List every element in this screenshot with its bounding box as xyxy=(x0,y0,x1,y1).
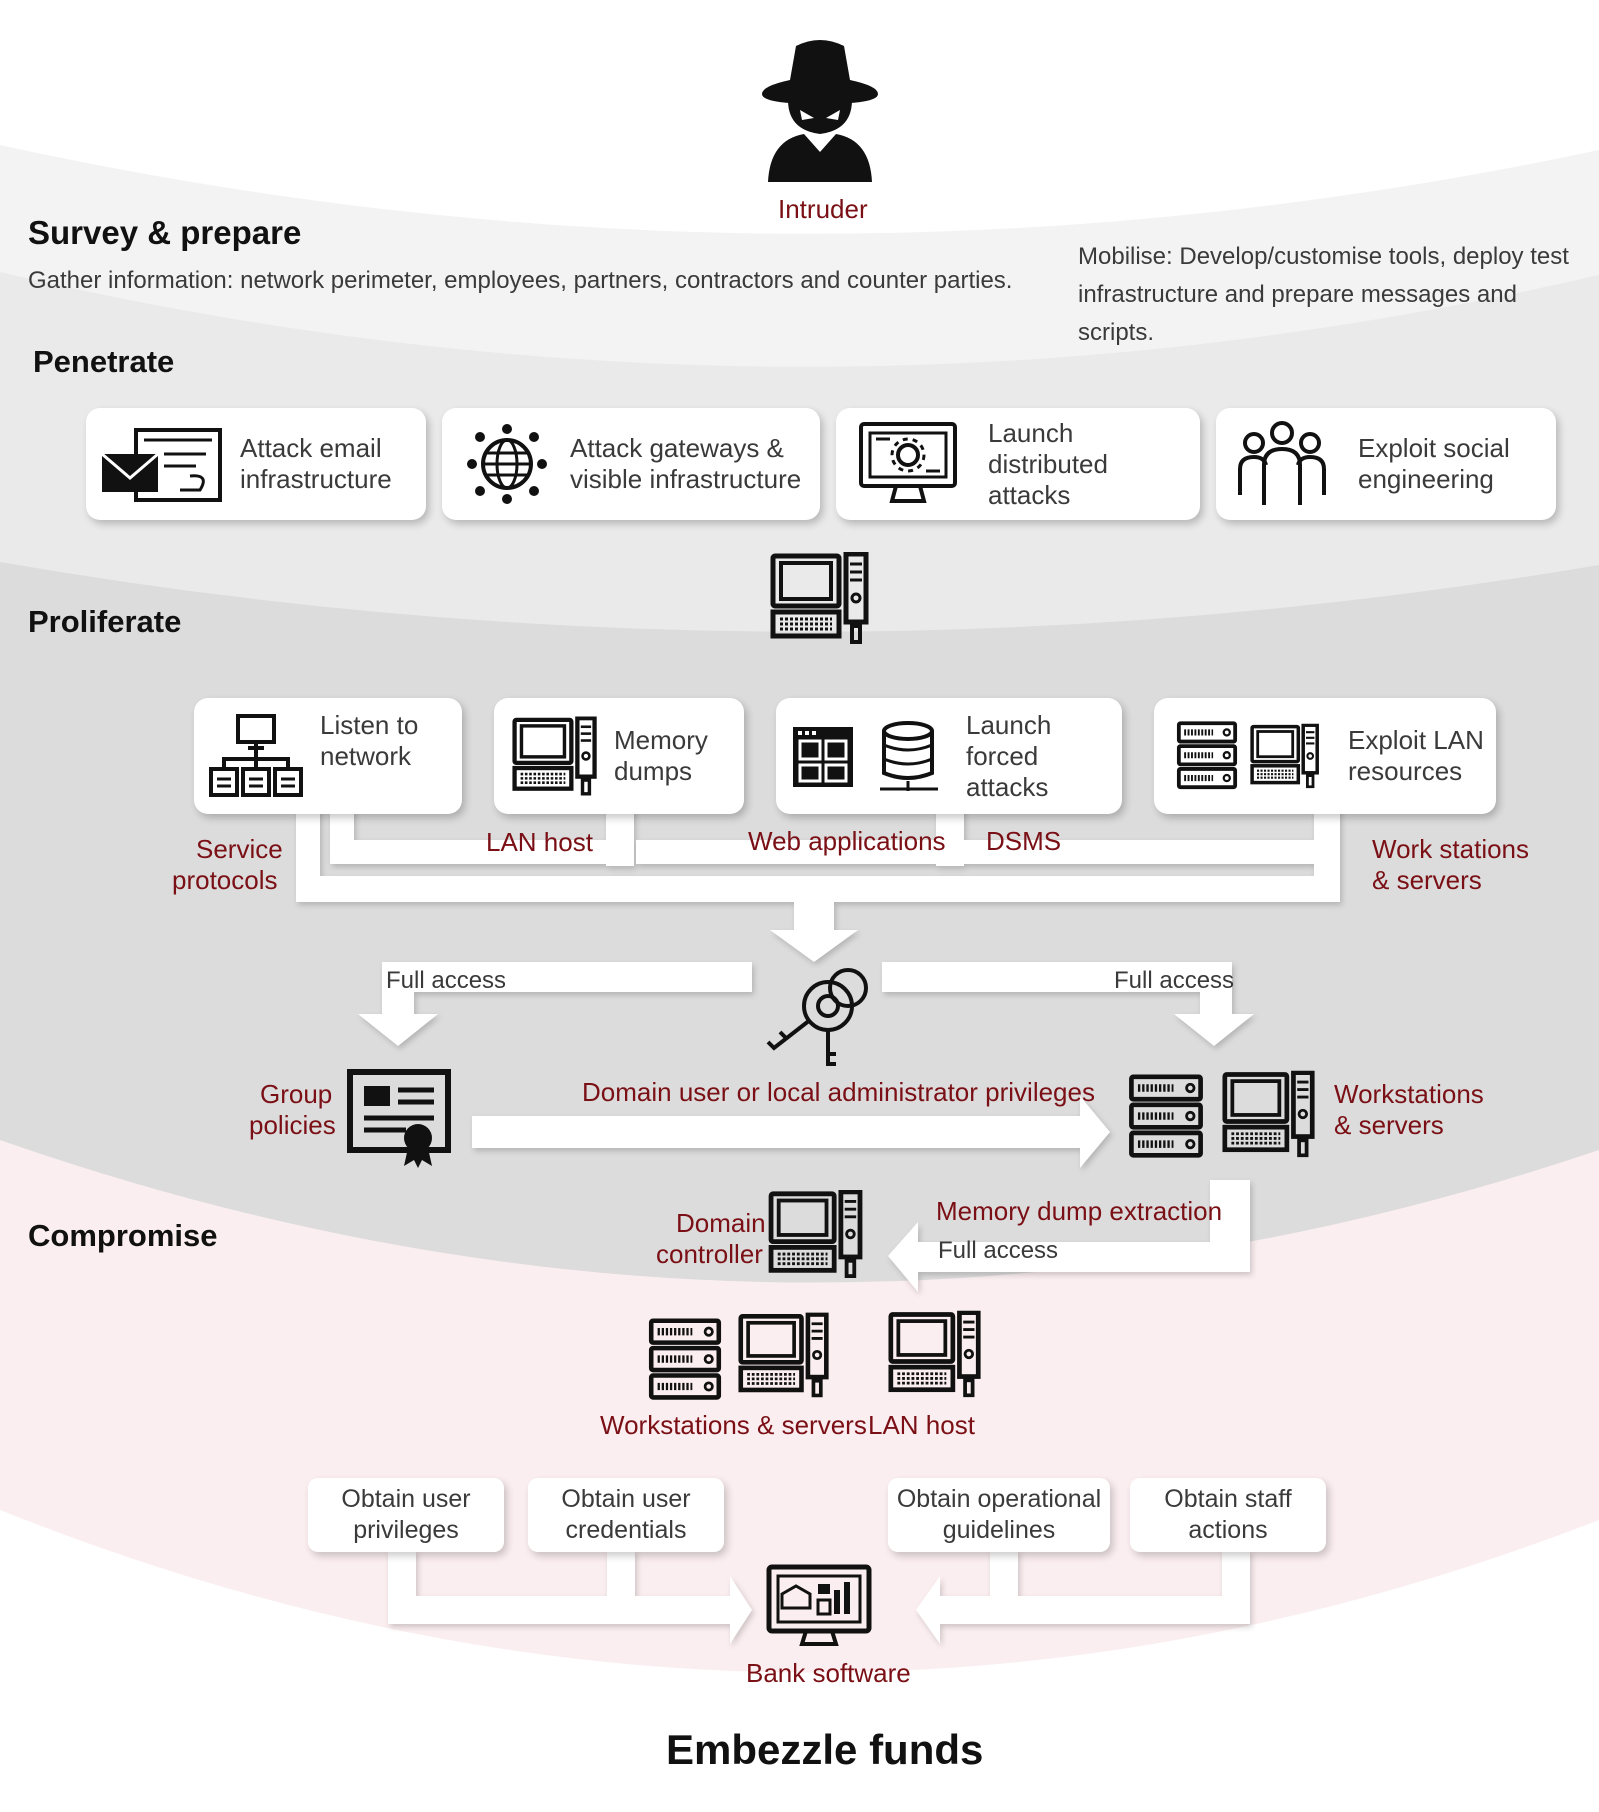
desktop-computer-icon xyxy=(768,1190,864,1278)
card-attack-gateways-line2: visible infrastructure xyxy=(570,464,802,494)
survey-gather-text: Gather information: network perimeter, e… xyxy=(28,267,1013,294)
card-listen-network-line1: Listen to xyxy=(320,710,419,740)
label-memory-dump-extraction: Memory dump extraction xyxy=(936,1196,1223,1226)
card-listen-network: Listen to network xyxy=(194,698,462,814)
pill-obtain-operational-guidelines: Obtain operational guidelines xyxy=(888,1478,1110,1552)
label-domain-controller-2: controller xyxy=(656,1239,763,1269)
server-rack-icon xyxy=(1128,1074,1204,1160)
survey-mobilise-line1: Mobilise: Develop/customise tools, deplo… xyxy=(1078,243,1569,270)
intruder-label: Intruder xyxy=(778,194,868,224)
card-attack-email-line1: Attack email xyxy=(240,433,382,463)
globe-network-icon xyxy=(467,424,547,504)
card-exploit-social-line2: engineering xyxy=(1358,464,1494,494)
card-launch-distributed-line2: attacks xyxy=(988,479,1071,510)
card-attack-gateways: Attack gateways & visible infrastructure xyxy=(442,408,820,520)
card-exploit-social-line1: Exploit social xyxy=(1358,433,1510,463)
stage-title-proliferate: Proliferate xyxy=(28,604,182,639)
card-launch-distributed: Launch distributed attacks xyxy=(836,408,1200,520)
label-workstations-2: & servers xyxy=(1334,1110,1444,1140)
card-listen-network-line2: network xyxy=(320,741,412,771)
card-memory-dumps: Memory dumps xyxy=(494,698,744,814)
label-compromise-lan-host: LAN host xyxy=(868,1410,975,1440)
card-memory-dumps-line2: dumps xyxy=(614,756,693,786)
pill-obtain-user-credentials: Obtain user credentials xyxy=(528,1478,724,1552)
card-launch-forced-line2: attacks xyxy=(966,771,1049,802)
network-tree-icon xyxy=(209,714,303,797)
card-launch-distributed-line1: Launch distributed xyxy=(988,417,1108,479)
card-exploit-lan-line1: Exploit LAN xyxy=(1348,725,1484,755)
server-rack-icon xyxy=(648,1318,722,1402)
email-attack-icon xyxy=(101,428,222,502)
pill-obtain-user-credentials-line1: Obtain user xyxy=(561,1485,691,1513)
final-title-embezzle: Embezzle funds xyxy=(666,1726,984,1773)
label-lan-host: LAN host xyxy=(486,827,593,857)
desktop-computer-icon xyxy=(1250,723,1320,789)
card-exploit-social: Exploit social engineering xyxy=(1216,408,1556,520)
label-web-applications: Web applications xyxy=(748,826,946,856)
card-launch-forced-line1: Launch forced xyxy=(966,709,1052,771)
label-compromise-workstations: Workstations & servers xyxy=(600,1410,867,1440)
label-domain-controller-1: Domain xyxy=(676,1208,766,1238)
label-full-access-left: Full access xyxy=(386,967,507,994)
monitor-gear-icon xyxy=(859,422,957,503)
label-workstations-1: Workstations xyxy=(1334,1079,1484,1109)
server-rack-icon xyxy=(1176,721,1238,791)
bank-software-monitor-icon xyxy=(766,1564,872,1646)
pill-obtain-staff-actions-line1: Obtain staff xyxy=(1164,1485,1292,1513)
pill-obtain-staff-actions: Obtain staff actions xyxy=(1130,1478,1326,1552)
pill-obtain-user-credentials-line2: credentials xyxy=(565,1516,687,1544)
label-dsms: DSMS xyxy=(986,826,1062,856)
label-full-access-right: Full access xyxy=(1114,967,1235,994)
desktop-computer-icon xyxy=(738,1312,830,1398)
card-launch-forced: Launch forced attacks xyxy=(776,698,1122,814)
label-privileges: Domain user or local administrator privi… xyxy=(582,1077,1095,1107)
label-work-stations-1: Work stations xyxy=(1372,834,1530,864)
card-attack-email-line2: infrastructure xyxy=(240,464,392,494)
label-service-protocols-1: Service xyxy=(196,834,283,864)
desktop-computer-icon xyxy=(888,1310,982,1398)
keys-icon xyxy=(766,968,868,1066)
spy-icon xyxy=(762,40,878,182)
pill-obtain-user-privileges-line2: privileges xyxy=(353,1516,459,1544)
label-bank-software: Bank software xyxy=(746,1658,911,1688)
desktop-computer-icon xyxy=(512,716,598,796)
people-group-icon xyxy=(1238,421,1326,505)
stage-title-survey: Survey & prepare xyxy=(28,214,302,251)
card-attack-gateways-line1: Attack gateways & xyxy=(570,433,784,463)
pill-obtain-operational-guidelines-line1: Obtain operational xyxy=(896,1485,1102,1513)
label-group-policies-1: Group xyxy=(260,1079,333,1109)
label-compromise-full-access: Full access xyxy=(938,1237,1059,1264)
card-exploit-lan-line2: resources xyxy=(1348,756,1463,786)
survey-mobilise-line2: infrastructure and prepare messages and … xyxy=(1078,281,1517,346)
web-database-icon xyxy=(793,721,938,791)
label-work-stations-2: & servers xyxy=(1372,865,1482,895)
label-group-policies-2: policies xyxy=(249,1110,336,1140)
pill-obtain-user-privileges: Obtain user privileges xyxy=(308,1478,504,1552)
stage-title-compromise: Compromise xyxy=(28,1218,218,1253)
stage-title-penetrate: Penetrate xyxy=(33,344,175,379)
card-exploit-lan: Exploit LAN resources xyxy=(1154,698,1496,814)
desktop-computer-icon xyxy=(770,552,870,644)
certificate-icon xyxy=(347,1069,451,1168)
label-service-protocols-2: protocols xyxy=(172,865,278,895)
pill-obtain-staff-actions-line2: actions xyxy=(1188,1516,1268,1544)
desktop-computer-icon xyxy=(1222,1070,1316,1158)
card-attack-email: Attack email infrastructure xyxy=(86,408,426,520)
card-memory-dumps-line1: Memory xyxy=(614,725,708,755)
pill-obtain-user-privileges-line1: Obtain user xyxy=(341,1485,471,1513)
pill-obtain-operational-guidelines-line2: guidelines xyxy=(942,1516,1056,1544)
